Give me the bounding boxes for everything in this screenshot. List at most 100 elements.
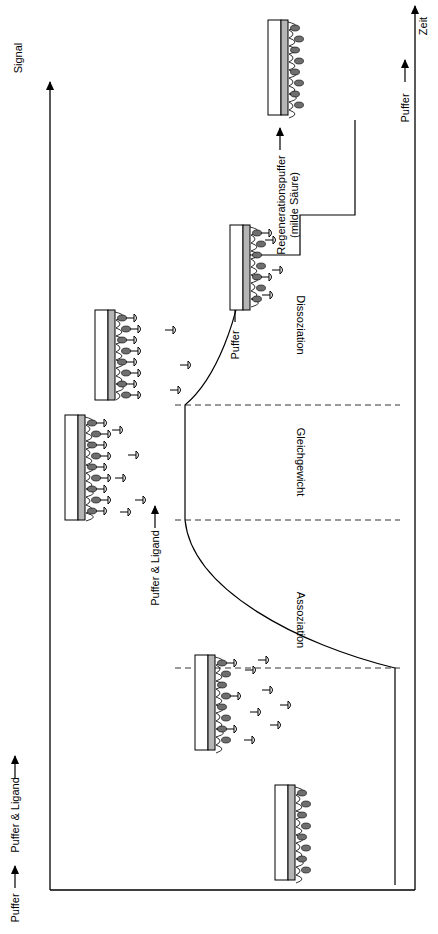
receptor [92, 453, 101, 459]
ligand-stem [126, 340, 134, 341]
phase-divider [175, 520, 400, 521]
gold-layer [243, 225, 250, 310]
receptor [222, 715, 231, 721]
phase-label: Gleichgewicht [295, 428, 306, 496]
flow-label: Puffer [10, 893, 21, 922]
phase-divider [175, 405, 400, 406]
flow-arrow [14, 756, 15, 778]
ligand-head [123, 474, 126, 482]
ligand-head [238, 692, 241, 700]
ligand-stem [96, 467, 104, 468]
ligand-head [138, 369, 141, 377]
sensorgram-curve [185, 120, 395, 885]
receptor [92, 431, 101, 437]
ligand-stem [112, 430, 120, 431]
ligand-head [253, 666, 256, 674]
receptor [298, 812, 307, 818]
flow-arrow [279, 128, 280, 150]
receptor [92, 497, 101, 503]
receptor [295, 80, 304, 86]
ligand-head [136, 451, 139, 459]
ligand-stem [130, 395, 138, 396]
ligand-stem [262, 295, 270, 296]
ligand-head [252, 736, 255, 744]
ligand-stem [96, 445, 104, 446]
flow-label: Puffer [230, 330, 241, 359]
ligand-head [108, 496, 111, 504]
ligand-stem [245, 670, 253, 671]
time-axis [414, 6, 415, 890]
receptor [253, 252, 262, 258]
ligand-stem [115, 478, 123, 479]
axis-label: Zeit [418, 17, 429, 35]
receptor [118, 381, 127, 387]
receptor [291, 25, 300, 31]
ligand-stem [230, 696, 238, 697]
ligand-stem [96, 489, 104, 490]
ligand-stem [258, 660, 266, 661]
flow-label: Puffer [400, 93, 411, 122]
ligand-stem [100, 434, 108, 435]
chip-glass [268, 20, 281, 115]
receptor [92, 475, 101, 481]
ligand-stem [165, 330, 173, 331]
ligand-stem [126, 384, 134, 385]
receptor [295, 102, 304, 108]
ligand-stem [96, 511, 104, 512]
ligand-stem [280, 705, 288, 706]
receptor [118, 359, 127, 365]
receptor [88, 486, 97, 492]
ligand-head [104, 485, 107, 493]
receptor [88, 464, 97, 470]
receptor [122, 326, 131, 332]
ligand-stem [96, 423, 104, 424]
chip-glass [65, 415, 78, 520]
receptor [291, 47, 300, 53]
ligand-head [143, 496, 146, 504]
ligand-head [278, 721, 281, 729]
gold-layer [288, 785, 295, 880]
ligand-head [108, 474, 111, 482]
ligand-stem [261, 277, 269, 278]
ligand-stem [170, 390, 178, 391]
flow-note: (milde Säure) [289, 172, 300, 238]
ligand-head [269, 273, 272, 281]
receptor [295, 58, 304, 64]
ligand-head [270, 291, 273, 299]
ligand-head [173, 326, 176, 334]
baseline-axis [50, 889, 415, 890]
receptor [222, 737, 231, 743]
receptor [291, 91, 300, 97]
receptor [257, 263, 266, 269]
ligand-head [104, 419, 107, 427]
ligand-head [288, 701, 291, 709]
sensor-chips [65, 20, 311, 883]
receptor [298, 856, 307, 862]
ligand-head [178, 386, 181, 394]
receptor [122, 370, 131, 376]
ligand-head [134, 314, 137, 322]
ligand-stem [100, 500, 108, 501]
ligand-head [269, 229, 272, 237]
receptor [257, 285, 266, 291]
chip-glass [230, 225, 243, 310]
receptor [302, 867, 311, 873]
ligand-head [138, 391, 141, 399]
ligand-stem [100, 456, 108, 457]
receptor [122, 348, 131, 354]
gold-layer [208, 655, 215, 750]
ligand-stem [130, 351, 138, 352]
ligand-stem [100, 478, 108, 479]
ligand-head [120, 426, 123, 434]
ligand-stem [180, 365, 188, 366]
signal-axis [49, 82, 50, 890]
receptor [88, 442, 97, 448]
ligand-head [134, 358, 137, 366]
ligand-head [108, 430, 111, 438]
ligand-head [138, 347, 141, 355]
ligand-stem [130, 329, 138, 330]
receptor [218, 704, 227, 710]
gold-layer [78, 415, 85, 520]
